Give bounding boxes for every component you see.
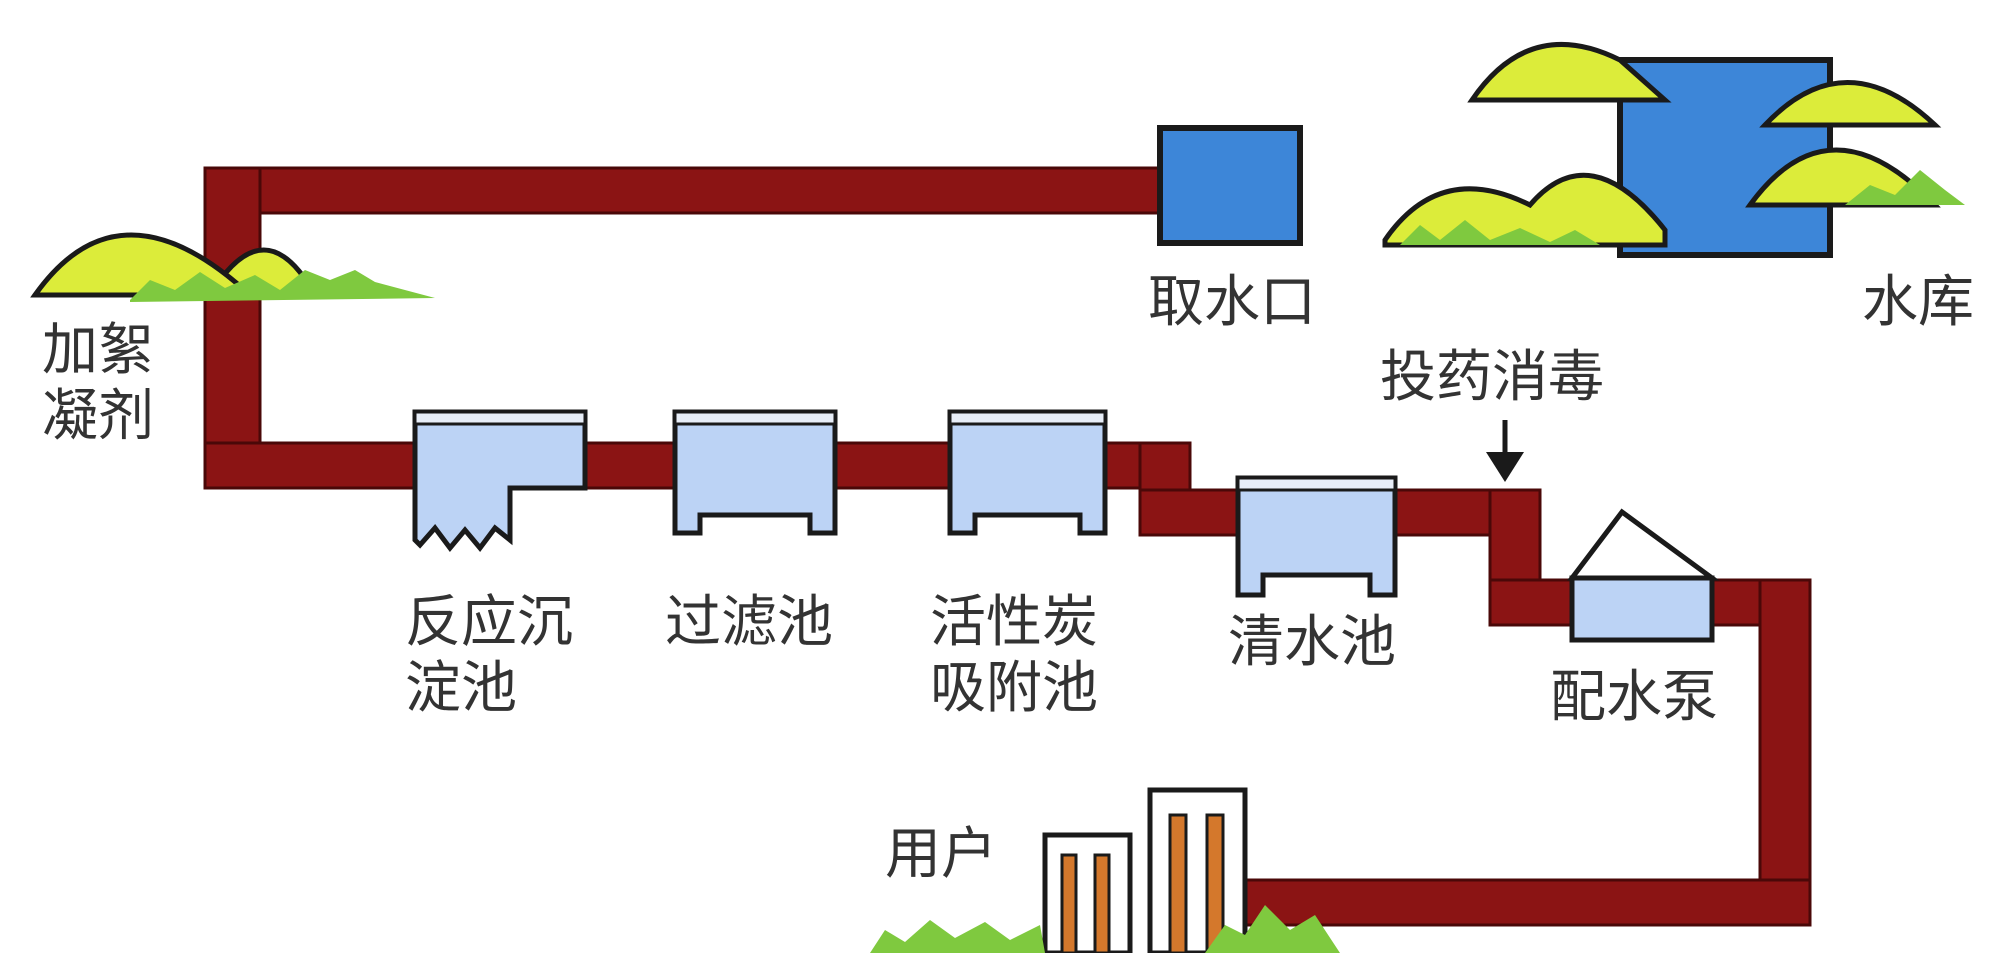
filter-label: 过滤池 (665, 590, 833, 655)
reservoir-label: 水库 (1862, 270, 1974, 335)
sedimentation-tank (412, 409, 588, 553)
grass-icon (130, 270, 435, 302)
grass-icon (870, 920, 1045, 953)
hill-icon (1467, 41, 1672, 103)
users-buildings-icon (870, 787, 1340, 953)
disinfect-label: 投药消毒 (1380, 345, 1604, 410)
grass-icon (1205, 905, 1340, 953)
tank-lid (1236, 476, 1397, 492)
users-label: 用户 (885, 822, 997, 887)
hill-icon (1382, 172, 1668, 248)
pipe-network (203, 166, 1812, 927)
grass-icon (1400, 220, 1600, 245)
coagulant-hills (30, 232, 435, 302)
pump-icon (1566, 508, 1720, 643)
pipe-right-down (1758, 578, 1812, 927)
arrow-down-icon (1486, 420, 1524, 482)
pipe-left-down (203, 166, 262, 490)
pump-label: 配水泵 (1550, 665, 1718, 730)
coagulant-label: 加絮 凝剂 (42, 318, 154, 449)
intake-box (1157, 125, 1303, 246)
carbon-tank (947, 409, 1108, 536)
sedimentation-label: 反应沉 淀池 (405, 590, 573, 721)
tank-lid (948, 410, 1107, 426)
intake-label: 取水口 (1148, 270, 1316, 335)
carbon-label: 活性炭 吸附池 (930, 590, 1098, 721)
clear-water-tank (1235, 475, 1398, 598)
tank-lid (673, 410, 837, 426)
pipe-top (203, 166, 1172, 215)
hill-icon (1759, 80, 1942, 128)
grass-icon (1845, 170, 1965, 205)
reservoir (1382, 41, 1965, 258)
clear-water-label: 清水池 (1228, 610, 1396, 675)
tank-lid (413, 410, 587, 426)
filter-tank (672, 409, 838, 536)
